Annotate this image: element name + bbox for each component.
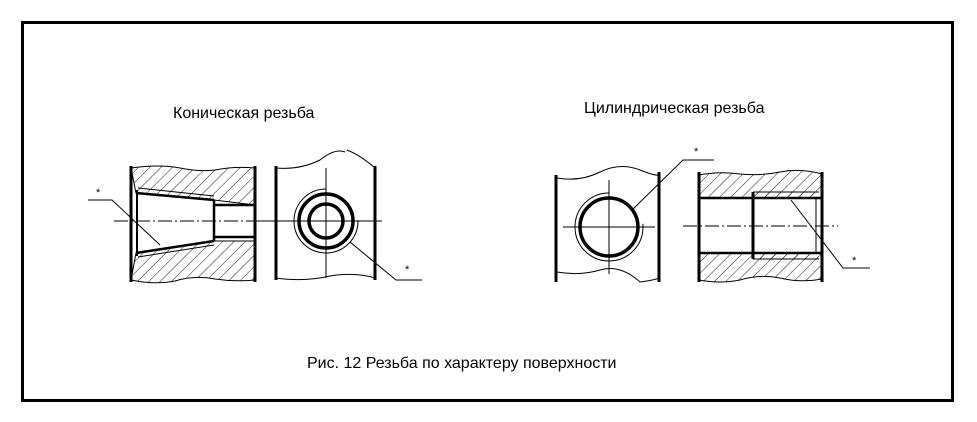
cylindrical-thread-title: Цилиндрическая резьба (584, 100, 765, 117)
callout-mark: * (96, 187, 101, 199)
figure-frame (21, 21, 954, 402)
figure-caption: Рис. 12 Резьба по характеру поверхности (307, 355, 617, 372)
conical-end-view: * (260, 149, 422, 281)
callout-mark: * (852, 255, 857, 267)
cylindrical-section-view: * (683, 169, 870, 283)
conical-section-view: * (88, 165, 270, 284)
conical-thread-title: Коническая резьба (173, 105, 315, 122)
cylindrical-end-view: * (554, 146, 714, 283)
callout-mark: * (694, 146, 699, 158)
callout-mark: * (405, 264, 410, 276)
